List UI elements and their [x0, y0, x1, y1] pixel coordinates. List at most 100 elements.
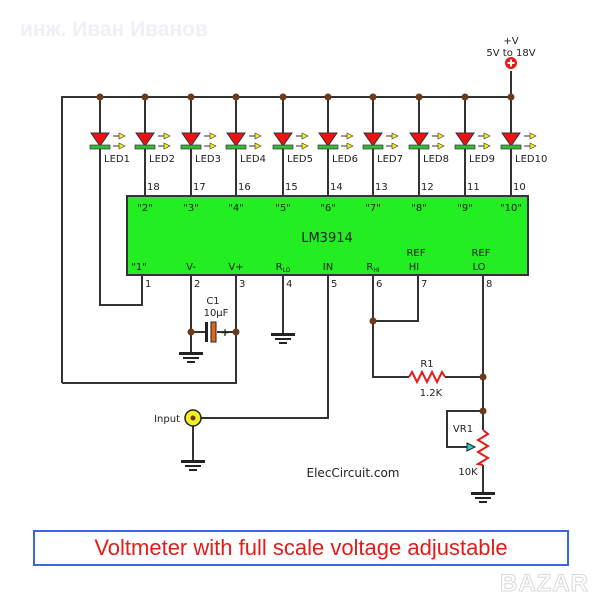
vr1-wiper-wire [446, 410, 483, 448]
chip-name: LM3914 [301, 231, 353, 246]
junction-dot [279, 93, 287, 101]
chip-output-label: "7" [365, 203, 381, 214]
top-pin-number: 13 [375, 182, 388, 193]
junction-dot [141, 93, 149, 101]
led-bar [134, 144, 156, 150]
led-bar [180, 144, 202, 150]
led-icon [409, 132, 429, 147]
light-arrow-icon [118, 142, 126, 150]
bottom-pin-number: 2 [194, 279, 200, 290]
junction-dot [96, 93, 104, 101]
chip-pin-label: "1" [131, 262, 147, 273]
subscript: HI [373, 267, 380, 274]
led-bar [408, 144, 430, 150]
chip-pin-label: LO [472, 262, 485, 273]
led-icon [226, 132, 246, 147]
junction-dot [415, 93, 423, 101]
ground-icon-line [279, 342, 287, 344]
ground-icon-line [189, 469, 197, 471]
title-box: Voltmeter with full scale voltage adjust… [33, 530, 569, 566]
chip-pin-label: V+ [228, 262, 243, 273]
bottom-pin-number: 6 [376, 279, 382, 290]
subscript: LO [283, 267, 291, 274]
light-arrow-icon [209, 142, 217, 150]
led-bar [317, 144, 339, 150]
chip-output-label: "2" [137, 203, 153, 214]
pin3-wire [62, 275, 237, 384]
light-arrow-icon [529, 142, 537, 150]
led-icon [90, 132, 110, 147]
bottom-pin-number: 8 [486, 279, 492, 290]
light-arrow-icon [346, 142, 354, 150]
diagram-title: Voltmeter with full scale voltage adjust… [94, 535, 508, 560]
chip-pin-label: V- [186, 262, 196, 273]
lm3914-chip [126, 195, 529, 276]
chip-pin-label: HI [409, 262, 419, 273]
top-pin-number: 15 [285, 182, 298, 193]
junction-dot [369, 93, 377, 101]
junction-dot [187, 93, 195, 101]
c1-plate-positive [210, 321, 217, 343]
chip-pin-label: REF [406, 248, 425, 259]
vr1-potentiometer-icon [475, 429, 490, 466]
r1-name: R1 [420, 359, 433, 370]
ground-icon-line [183, 357, 199, 359]
ground-icon-line [185, 465, 201, 467]
led-label: LED5 [287, 154, 313, 165]
wires [61, 71, 512, 492]
supply-label: +V [503, 36, 518, 47]
ground-icon [271, 333, 295, 336]
chip-output-label: "3" [183, 203, 199, 214]
light-arrow-icon [483, 142, 491, 150]
light-arrow-icon [301, 142, 309, 150]
light-arrow-icon [391, 132, 399, 140]
led-label: LED10 [515, 154, 547, 165]
ground-icon-line [187, 361, 195, 363]
light-arrow-icon [254, 142, 262, 150]
led-icon [181, 132, 201, 147]
light-arrow-icon [483, 132, 491, 140]
ground-icon-line [475, 497, 491, 499]
junction-dot [479, 407, 487, 415]
pin5-wire [193, 275, 329, 419]
light-arrow-icon [118, 132, 126, 140]
bottom-pin-number: 3 [239, 279, 245, 290]
vr1-name: VR1 [453, 424, 473, 435]
light-arrow-icon [254, 132, 262, 140]
pin7-wire [373, 275, 419, 322]
junction-dot [507, 93, 515, 101]
supply-range: 5V to 18V [486, 48, 535, 59]
light-arrow-icon [529, 132, 537, 140]
top-pin-number: 17 [193, 182, 206, 193]
led-bar [225, 144, 247, 150]
led-label: LED3 [195, 154, 221, 165]
ground-icon [179, 352, 203, 355]
led-icon [273, 132, 293, 147]
led-icon [501, 132, 521, 147]
bottom-pin-number: 1 [145, 279, 151, 290]
r1-resistor-icon [408, 369, 446, 385]
junction-dot [187, 328, 195, 336]
junction-dot [232, 328, 240, 336]
junction-dot [324, 93, 332, 101]
junction-dot [232, 93, 240, 101]
r1-value: 1.2K [420, 388, 443, 399]
led-label: LED9 [469, 154, 495, 165]
light-arrow-icon [391, 142, 399, 150]
c1-polarity: + [220, 326, 229, 339]
plus-sign-icon [507, 59, 515, 67]
junction-dot [479, 373, 487, 381]
ground-icon [471, 492, 495, 495]
chip-output-label: "5" [275, 203, 291, 214]
ground-icon-line [275, 338, 291, 340]
led-bar [362, 144, 384, 150]
light-arrow-icon [163, 132, 171, 140]
c1-name: C1 [206, 296, 219, 307]
led-label: LED7 [377, 154, 403, 165]
top-pin-number: 18 [147, 182, 160, 193]
chip-pin-label: REF [471, 248, 490, 259]
led-icon [363, 132, 383, 147]
top-pin-number: 14 [330, 182, 343, 193]
